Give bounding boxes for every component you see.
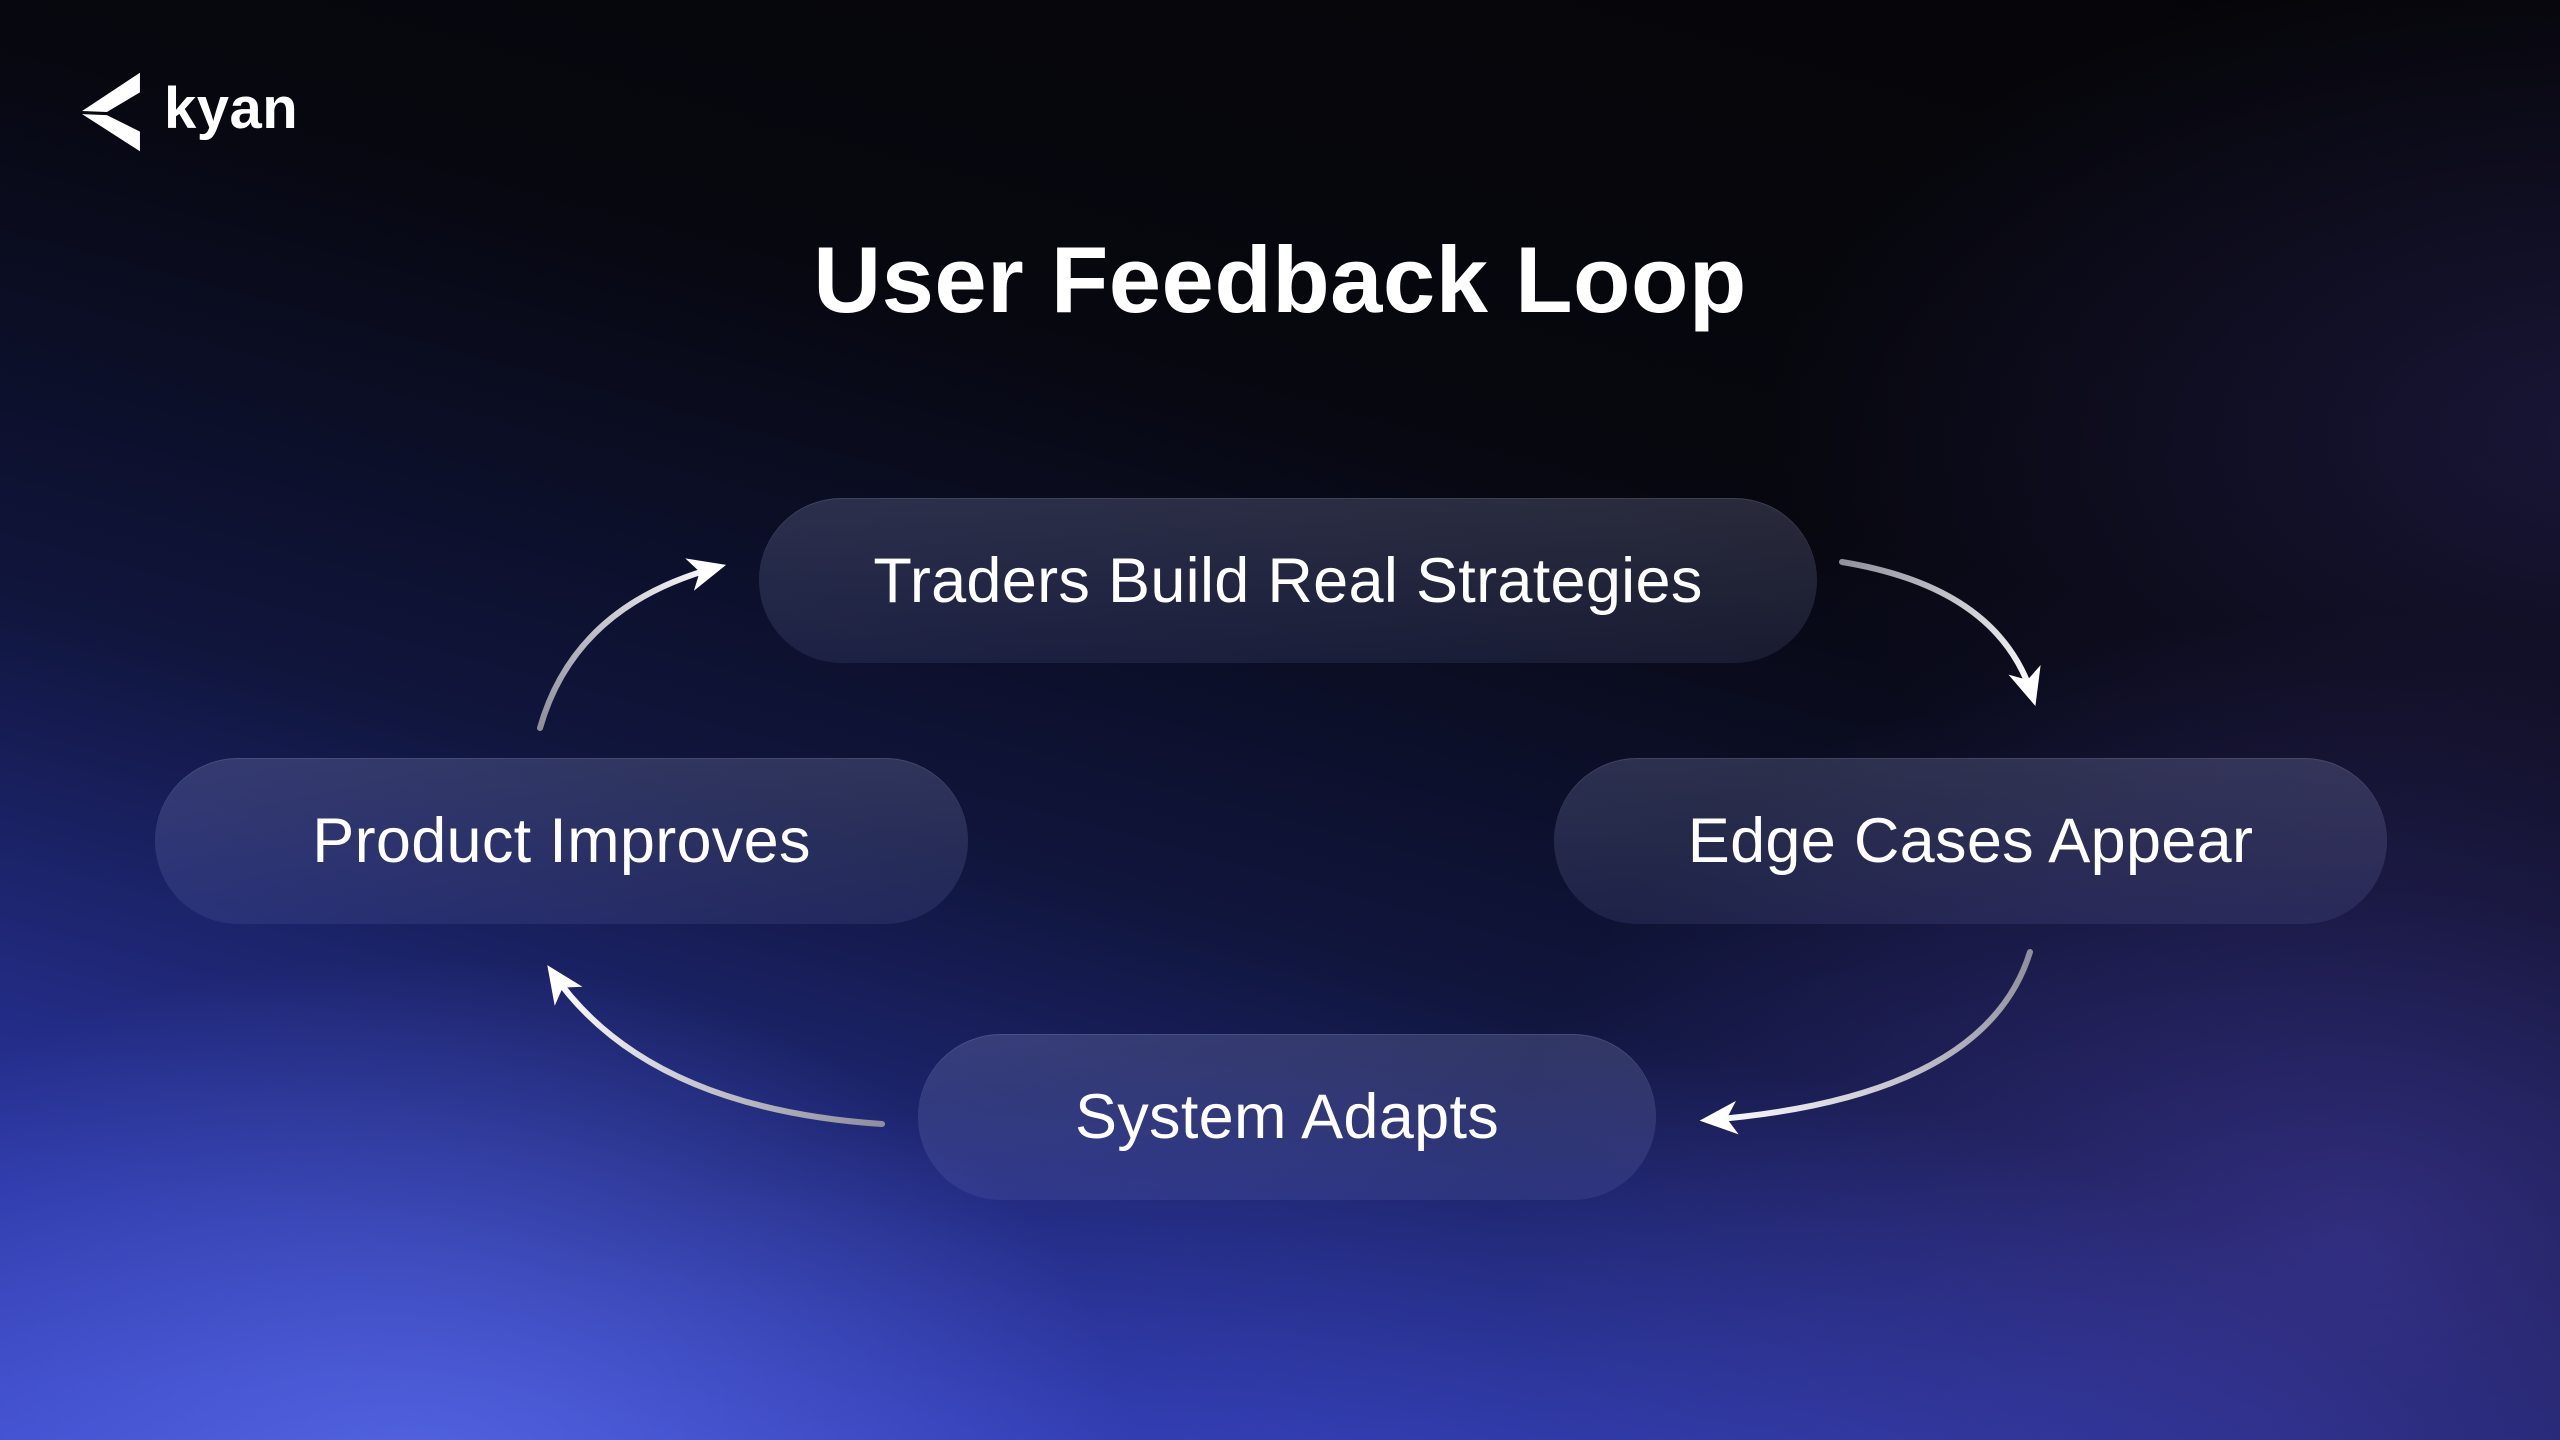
node-edge-cases-appear: Edge Cases Appear [1554, 758, 2387, 924]
kyan-logo-icon [82, 72, 140, 152]
page-title: User Feedback Loop [813, 227, 1747, 332]
arrow-edge-cases-to-system-adapts [1699, 949, 2033, 1135]
brand-logo: kyan [80, 72, 298, 152]
brand-name: kyan [164, 76, 299, 141]
node-product-improves: Product Improves [155, 758, 968, 924]
arrow-system-adapts-to-product-improves [547, 965, 885, 1127]
node-system-adapts: System Adapts [918, 1034, 1656, 1200]
arrow-product-improves-to-traders [537, 558, 727, 731]
node-label: System Adapts [1074, 1082, 1500, 1152]
node-label: Product Improves [312, 806, 811, 876]
node-label: Edge Cases Appear [1687, 806, 2254, 876]
node-traders-build-real-strategies: Traders Build Real Strategies [759, 498, 1817, 663]
arrow-traders-to-edge-cases [1839, 559, 2041, 707]
node-label: Traders Build Real Strategies [873, 545, 1703, 616]
